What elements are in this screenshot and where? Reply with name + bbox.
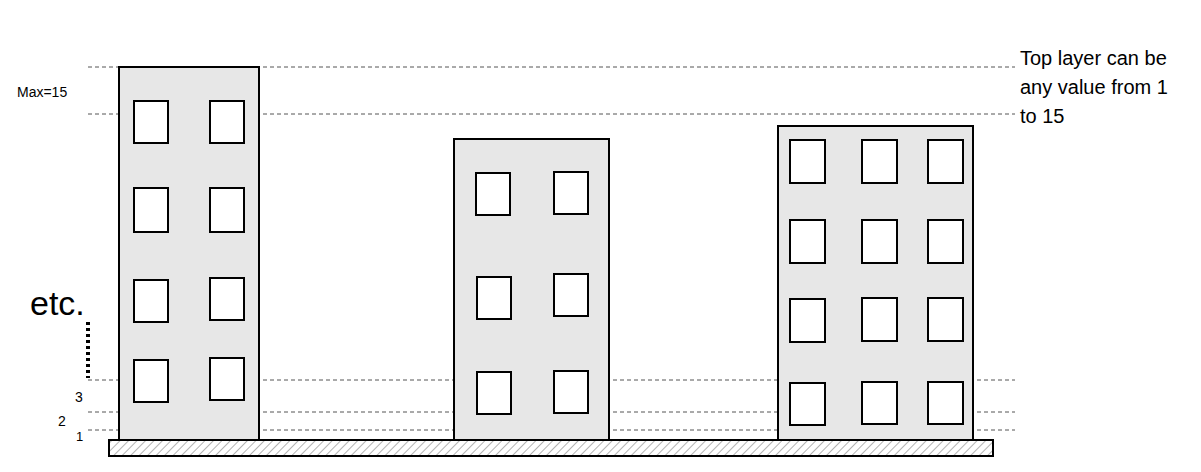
level-number: 1 xyxy=(76,429,83,444)
ground xyxy=(109,440,993,456)
level-number: 3 xyxy=(75,389,83,405)
building xyxy=(454,139,609,440)
level-label: Max=15 xyxy=(17,83,67,101)
continuation-dots xyxy=(86,322,90,378)
level-number: 2 xyxy=(58,413,66,429)
building xyxy=(778,126,973,440)
building xyxy=(119,67,259,440)
etc-label: etc. xyxy=(30,283,85,323)
note-text: Top layer can be any value from 1 to 15 xyxy=(1020,44,1170,131)
